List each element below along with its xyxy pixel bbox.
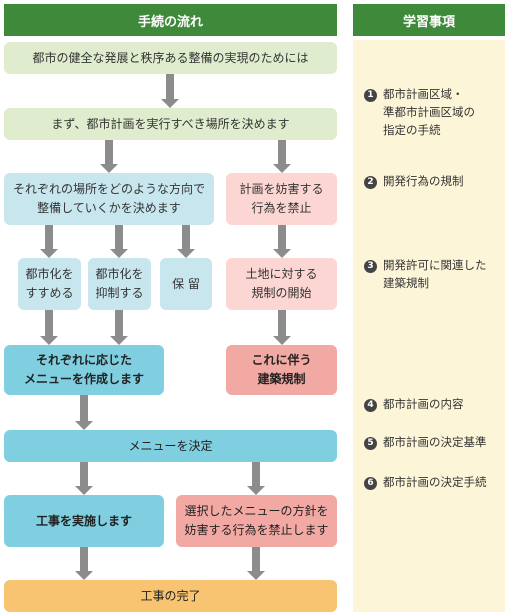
- step-decide-menu-text: メニューを決定: [128, 438, 213, 453]
- step-suppress-urbanization: 都市化を 抑制する: [88, 258, 151, 310]
- learning-item: 1 都市計画区域・ 準都市計画区域の 指定の手続: [364, 86, 475, 139]
- learning-item-text: 都市計画の内容: [383, 397, 464, 411]
- step-decide-location-text: まず、都市計画を実行すべき場所を決めます: [51, 116, 290, 131]
- number-badge-icon: 6: [364, 477, 377, 490]
- learning-item-text: 開発許可に関連した 建築規制: [383, 258, 487, 290]
- learning-item-text: 都市計画区域・ 準都市計画区域の 指定の手続: [383, 87, 475, 137]
- step-prohibit-obstruction-text: 計画を妨害する 行為を禁止: [239, 182, 324, 215]
- flow-header: 手続の流れ: [4, 4, 337, 36]
- step-reserve: 保 留: [160, 258, 212, 310]
- step-land-restriction-text: 土地に対する 規制の開始: [245, 267, 318, 300]
- learning-item-text: 開発行為の規制: [383, 174, 464, 188]
- number-badge-icon: 2: [364, 176, 377, 189]
- learning-item: 3 開発許可に関連した 建築規制: [364, 257, 487, 293]
- step-decide-location: まず、都市計画を実行すべき場所を決めます: [4, 108, 337, 140]
- number-badge-icon: 4: [364, 399, 377, 412]
- learning-item: 6 都市計画の決定手続: [364, 474, 487, 492]
- learning-item: 5 都市計画の決定基準: [364, 434, 487, 452]
- step-building-restriction-text: これに伴う 建築規制: [251, 353, 312, 386]
- step-create-menu-text: それぞれに応じた メニューを作成します: [23, 353, 144, 386]
- learning-item: 2 開発行為の規制: [364, 173, 464, 191]
- learning-item-text: 都市計画の決定手続: [383, 475, 487, 489]
- learning-header: 学習事項: [353, 4, 505, 36]
- step-decide-direction-text: それぞれの場所をどのような方向で 整備していくかを決めます: [12, 182, 205, 215]
- step-complete-text: 工事の完了: [140, 588, 201, 603]
- step-decide-direction: それぞれの場所をどのような方向で 整備していくかを決めます: [4, 173, 214, 225]
- step-land-restriction: 土地に対する 規制の開始: [226, 258, 337, 310]
- step-complete: 工事の完了: [4, 580, 337, 612]
- step-implement: 工事を実施します: [4, 495, 164, 547]
- step-prohibit-obstructing-menu: 選択したメニューの方針を 妨害する行為を禁止します: [176, 495, 337, 547]
- step-decide-menu: メニューを決定: [4, 430, 337, 462]
- step-prohibit-obstruction: 計画を妨害する 行為を禁止: [226, 173, 337, 225]
- step-implement-text: 工事を実施します: [35, 513, 132, 528]
- step-urban-development: 都市の健全な発展と秩序ある整備の実現のためには: [4, 42, 337, 74]
- step-reserve-text: 保 留: [172, 276, 200, 291]
- number-badge-icon: 3: [364, 260, 377, 273]
- number-badge-icon: 5: [364, 437, 377, 450]
- number-badge-icon: 1: [364, 89, 377, 102]
- learning-item: 4 都市計画の内容: [364, 396, 464, 414]
- step-suppress-urbanization-text: 都市化を 抑制する: [95, 267, 144, 300]
- step-building-restriction: これに伴う 建築規制: [226, 345, 337, 395]
- learning-panel: [353, 40, 505, 612]
- step-promote-urbanization-text: 都市化を すすめる: [25, 267, 74, 300]
- step-urban-development-text: 都市の健全な発展と秩序ある整備の実現のためには: [32, 50, 309, 65]
- step-prohibit-obstructing-menu-text: 選択したメニューの方針を 妨害する行為を禁止します: [184, 504, 329, 537]
- step-promote-urbanization: 都市化を すすめる: [18, 258, 81, 310]
- learning-item-text: 都市計画の決定基準: [383, 435, 487, 449]
- step-create-menu: それぞれに応じた メニューを作成します: [4, 345, 164, 395]
